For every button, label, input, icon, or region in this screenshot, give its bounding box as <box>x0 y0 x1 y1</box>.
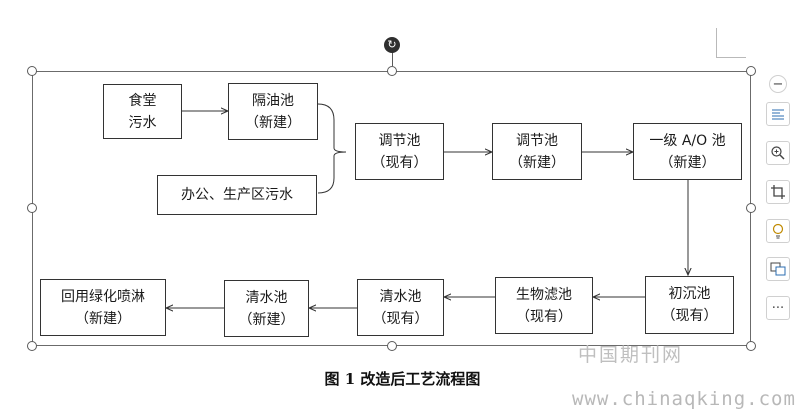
resize-handle-top-left[interactable] <box>27 66 37 76</box>
image-swap-icon[interactable] <box>766 257 790 281</box>
layout-options-icon[interactable] <box>766 102 790 126</box>
node-biofilter: 生物滤池 （现有） <box>495 277 593 334</box>
node-clear-water-tank-new: 清水池 （新建） <box>224 280 309 337</box>
bulb-icon[interactable] <box>766 219 790 243</box>
watermark-chinese: 中国期刊网 <box>578 344 684 366</box>
zoom-in-icon[interactable] <box>766 141 790 165</box>
rotate-icon[interactable]: ↻ <box>384 37 400 53</box>
figure-caption: 图 1 改造后工艺流程图 <box>324 370 481 388</box>
bracket-merge <box>317 103 347 194</box>
minus-icon[interactable]: − <box>769 75 787 93</box>
node-primary-settling-tank: 初沉池 （现有） <box>645 276 734 334</box>
node-grease-trap: 隔油池 （新建） <box>228 83 318 140</box>
resize-handle-bottom-left[interactable] <box>27 341 37 351</box>
node-ao-tank: 一级 A/O 池 （新建） <box>633 123 742 180</box>
margin-corner-mark <box>716 28 746 58</box>
node-canteen-wastewater: 食堂 污水 <box>103 84 182 139</box>
resize-handle-bottom-right[interactable] <box>746 341 756 351</box>
resize-handle-middle-right[interactable] <box>746 203 756 213</box>
node-regulating-tank-new: 调节池 （新建） <box>492 123 582 180</box>
watermark-url: www.chinaqking.com <box>572 388 796 410</box>
node-regulating-tank-existing: 调节池 （现有） <box>355 123 444 180</box>
crop-icon[interactable] <box>766 180 790 204</box>
node-reuse-greening-spray: 回用绿化喷淋 （新建） <box>40 279 166 336</box>
more-icon[interactable]: ··· <box>766 296 790 320</box>
resize-handle-bottom-center[interactable] <box>387 341 397 351</box>
resize-handle-middle-left[interactable] <box>27 203 37 213</box>
resize-handle-top-right[interactable] <box>746 66 756 76</box>
rotate-stem <box>392 52 393 66</box>
resize-handle-top-center[interactable] <box>387 66 397 76</box>
node-office-wastewater: 办公、生产区污水 <box>157 175 317 215</box>
node-clear-water-tank-existing: 清水池 （现有） <box>357 279 444 336</box>
